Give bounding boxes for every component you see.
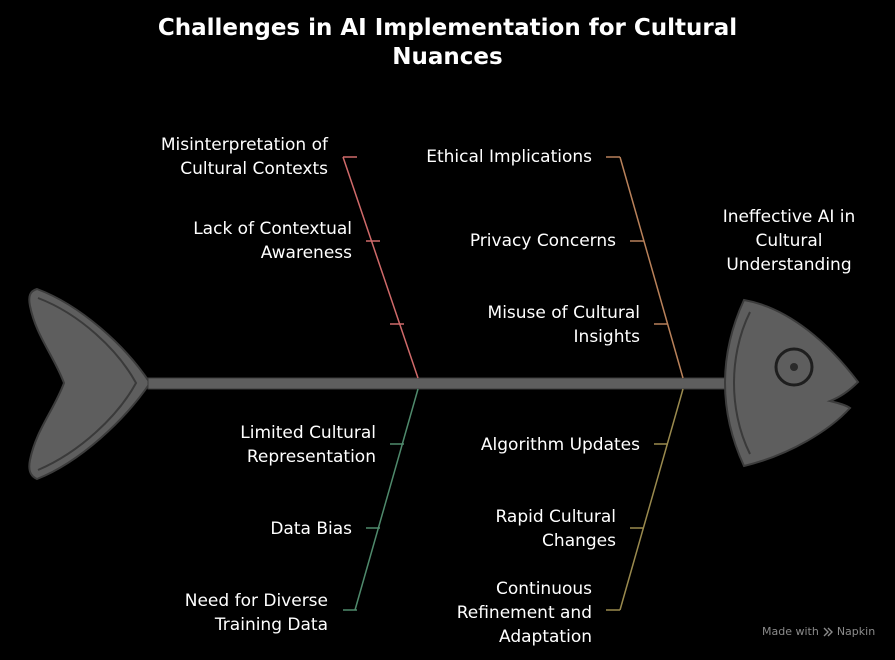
cause-line: Changes: [542, 531, 616, 551]
cause-continuous-refinement: Continuous Refinement and Adaptation: [457, 577, 592, 649]
cause-line: Algorithm Updates: [480, 435, 640, 455]
cause-lack-of-contextual-awareness: Lack of Contextual Awareness: [193, 217, 352, 265]
cause-line: Need for Diverse: [184, 591, 328, 611]
cause-line: Ethical Implications: [426, 147, 592, 167]
cause-line: Lack of Contextual: [193, 219, 352, 239]
bone-bottom-right-spine: [619, 388, 684, 611]
cause-line: Refinement and: [456, 603, 592, 623]
cause-line: Adaptation: [499, 627, 592, 647]
cause-line: Rapid Cultural: [495, 507, 616, 527]
cause-algorithm-updates: Algorithm Updates: [481, 433, 640, 457]
fish-gill-line: [732, 311, 751, 455]
cause-line: Continuous: [495, 579, 592, 599]
bone-top-left-spine: [342, 156, 419, 379]
cause-line: Limited Cultural: [240, 423, 376, 443]
cause-line: Misinterpretation of: [160, 135, 328, 155]
cause-rapid-cultural-changes: Rapid Cultural Changes: [495, 505, 616, 553]
title-line-2: Nuances: [392, 44, 503, 70]
napkin-brand-text: Napkin: [836, 625, 876, 638]
cause-limited-cultural-representation: Limited Cultural Representation: [240, 421, 376, 469]
cause-line: Cultural Contexts: [180, 159, 328, 179]
bone-top-left: [342, 156, 419, 379]
cause-misuse-of-cultural-insights: Misuse of Cultural Insights: [488, 301, 640, 349]
effect-line-3: Understanding: [726, 255, 852, 275]
cause-line: Misuse of Cultural: [487, 303, 640, 323]
cause-line: Representation: [246, 447, 376, 467]
title-line-1: Challenges in AI Implementation for Cult…: [157, 15, 738, 41]
made-with-napkin-credit[interactable]: Made with Napkin: [762, 625, 875, 638]
bone-bottom-left: [343, 388, 419, 611]
cause-line: Insights: [573, 327, 640, 347]
cause-line: Data Bias: [270, 519, 352, 539]
fish-tail: [28, 287, 152, 481]
napkin-logo-icon: [823, 627, 833, 636]
cause-misinterpretation: Misinterpretation of Cultural Contexts: [161, 133, 328, 181]
fish-tail-inner-line: [37, 297, 138, 471]
effect-line-1: Ineffective AI in: [722, 207, 856, 227]
cause-line: Awareness: [260, 243, 352, 263]
made-with-text: Made with: [762, 625, 819, 638]
cause-line: Training Data: [214, 615, 328, 635]
cause-line: Privacy Concerns: [469, 231, 616, 251]
cause-need-for-diverse-training-data: Need for Diverse Training Data: [185, 589, 328, 637]
effect-label: Ineffective AI in Cultural Understanding: [700, 205, 878, 277]
cause-ethical-implications: Ethical Implications: [426, 145, 592, 169]
bone-bottom-right: [606, 388, 684, 611]
diagram-title: Challenges in AI Implementation for Cult…: [0, 14, 895, 72]
bone-top-right-spine: [619, 156, 684, 379]
fish-spine: [147, 377, 731, 390]
effect-line-2: Cultural: [755, 231, 823, 251]
cause-privacy-concerns: Privacy Concerns: [470, 229, 616, 253]
cause-data-bias: Data Bias: [270, 517, 352, 541]
fish-eye-pupil: [790, 363, 798, 371]
bone-top-right: [606, 156, 684, 379]
bone-bottom-left-spine: [354, 388, 419, 611]
